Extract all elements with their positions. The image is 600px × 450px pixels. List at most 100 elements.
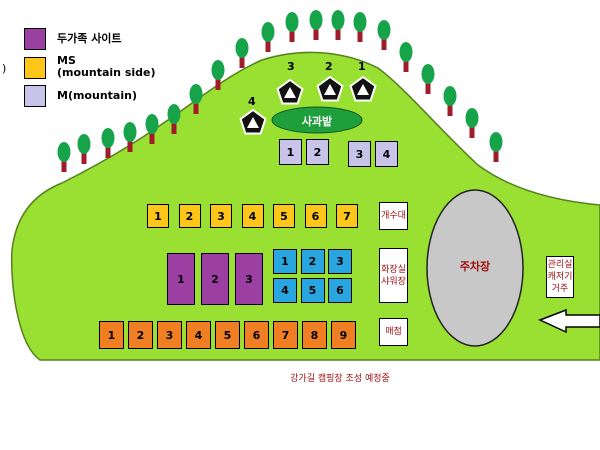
tree-canopy [261, 22, 275, 42]
mountain-site-3[interactable]: 3 [348, 141, 371, 167]
tree-trunk [81, 152, 87, 164]
tree-trunk [61, 160, 67, 172]
orange-site-4[interactable]: 4 [186, 321, 211, 349]
tree-canopy [331, 10, 345, 30]
ms-site-6[interactable]: 6 [304, 204, 327, 228]
orange-site-5[interactable]: 5 [215, 321, 240, 349]
tree-canopy [377, 20, 391, 40]
orange-site-3[interactable]: 3 [157, 321, 182, 349]
mountain-site-1[interactable]: 1 [279, 139, 302, 165]
tree-trunk [171, 122, 177, 134]
tree [465, 108, 479, 138]
tent-icon [284, 87, 296, 98]
ms-site-2[interactable]: 2 [178, 204, 201, 228]
tree-canopy [443, 86, 457, 106]
tent-label-3: 3 [287, 60, 295, 73]
tent-site-2[interactable] [316, 75, 344, 102]
blue-site-5[interactable]: 5 [300, 278, 325, 303]
tree-trunk [239, 56, 245, 68]
ms-site-5[interactable]: 5 [273, 204, 295, 228]
legend-swatch-2 [24, 85, 46, 107]
tree [167, 104, 181, 134]
tree-trunk [357, 30, 363, 42]
family-site-2[interactable]: 2 [201, 253, 229, 305]
tree-canopy [421, 64, 435, 84]
ms-site-4[interactable]: 4 [241, 204, 264, 228]
orange-site-6[interactable]: 6 [244, 321, 269, 349]
tree-canopy [285, 12, 299, 32]
tree-trunk [289, 30, 295, 42]
ms-site-3[interactable]: 3 [210, 204, 232, 228]
tree-canopy [123, 122, 137, 142]
tree-trunk [215, 78, 221, 90]
blue-site-1[interactable]: 1 [273, 249, 297, 274]
store-building[interactable]: 매점 [379, 318, 408, 346]
tree-trunk [105, 146, 111, 158]
tree-trunk [493, 150, 499, 162]
tree [399, 42, 413, 72]
edge-glyph: ) [2, 62, 7, 75]
orange-site-2[interactable]: 2 [128, 321, 153, 349]
restroom-shower-building[interactable]: 화장실 샤워장 [379, 248, 408, 303]
tree [57, 142, 71, 172]
family-site-1[interactable]: 1 [167, 253, 195, 305]
tree-canopy [309, 10, 323, 30]
tree-canopy [167, 104, 181, 124]
tree-trunk [425, 82, 431, 94]
tent-label-1: 1 [358, 60, 366, 73]
apple-orchard-label: 사과밭 [301, 115, 333, 128]
tree-canopy [399, 42, 413, 62]
family-site-3[interactable]: 3 [235, 253, 263, 305]
road-label: 강가길 캠핑장 조성 예정중 [290, 374, 390, 384]
tent-icon [324, 84, 336, 95]
tree-canopy [489, 132, 503, 152]
ms-site-7[interactable]: 7 [336, 204, 358, 228]
tree [331, 10, 345, 40]
parking-label: 주차장 [459, 260, 491, 273]
tent-label-2: 2 [325, 60, 333, 73]
orange-site-9[interactable]: 9 [331, 321, 356, 349]
blue-site-6[interactable]: 6 [328, 278, 352, 303]
tree-canopy [57, 142, 71, 162]
tree [77, 134, 91, 164]
tree-canopy [77, 134, 91, 154]
office-building[interactable]: 관리실 캐저기 거주 [546, 256, 574, 298]
apple-orchard [271, 106, 363, 134]
parking-lot [426, 189, 524, 347]
tree-canopy [235, 38, 249, 58]
blue-site-4[interactable]: 4 [273, 278, 297, 303]
tree-canopy [353, 12, 367, 32]
sink-building[interactable]: 개수대 [379, 202, 408, 230]
tree [211, 60, 225, 90]
tent-site-3[interactable] [276, 78, 304, 105]
tree-trunk [127, 140, 133, 152]
tree [145, 114, 159, 144]
mountain-site-4[interactable]: 4 [375, 141, 398, 167]
orange-site-8[interactable]: 8 [302, 321, 327, 349]
tree-trunk [313, 28, 319, 40]
tree [261, 22, 275, 52]
tree-trunk [469, 126, 475, 138]
orange-site-7[interactable]: 7 [273, 321, 298, 349]
tree-canopy [145, 114, 159, 134]
entrance-arrow [538, 308, 600, 334]
blue-site-3[interactable]: 3 [328, 249, 352, 274]
tree [353, 12, 367, 42]
tree [285, 12, 299, 42]
tree-canopy [189, 84, 203, 104]
tent-icon [247, 117, 259, 128]
tree [489, 132, 503, 162]
tree-canopy [101, 128, 115, 148]
tent-site-1[interactable] [349, 75, 377, 102]
orange-site-1[interactable]: 1 [99, 321, 124, 349]
tree [123, 122, 137, 152]
mountain-site-2[interactable]: 2 [306, 139, 329, 165]
tree [235, 38, 249, 68]
tent-site-4[interactable] [239, 108, 267, 135]
legend-swatch-0 [24, 28, 46, 50]
ms-site-1[interactable]: 1 [147, 204, 169, 228]
legend-label-0: 두가족 사이트 [57, 32, 122, 45]
blue-site-2[interactable]: 2 [300, 249, 325, 274]
tree-trunk [447, 104, 453, 116]
